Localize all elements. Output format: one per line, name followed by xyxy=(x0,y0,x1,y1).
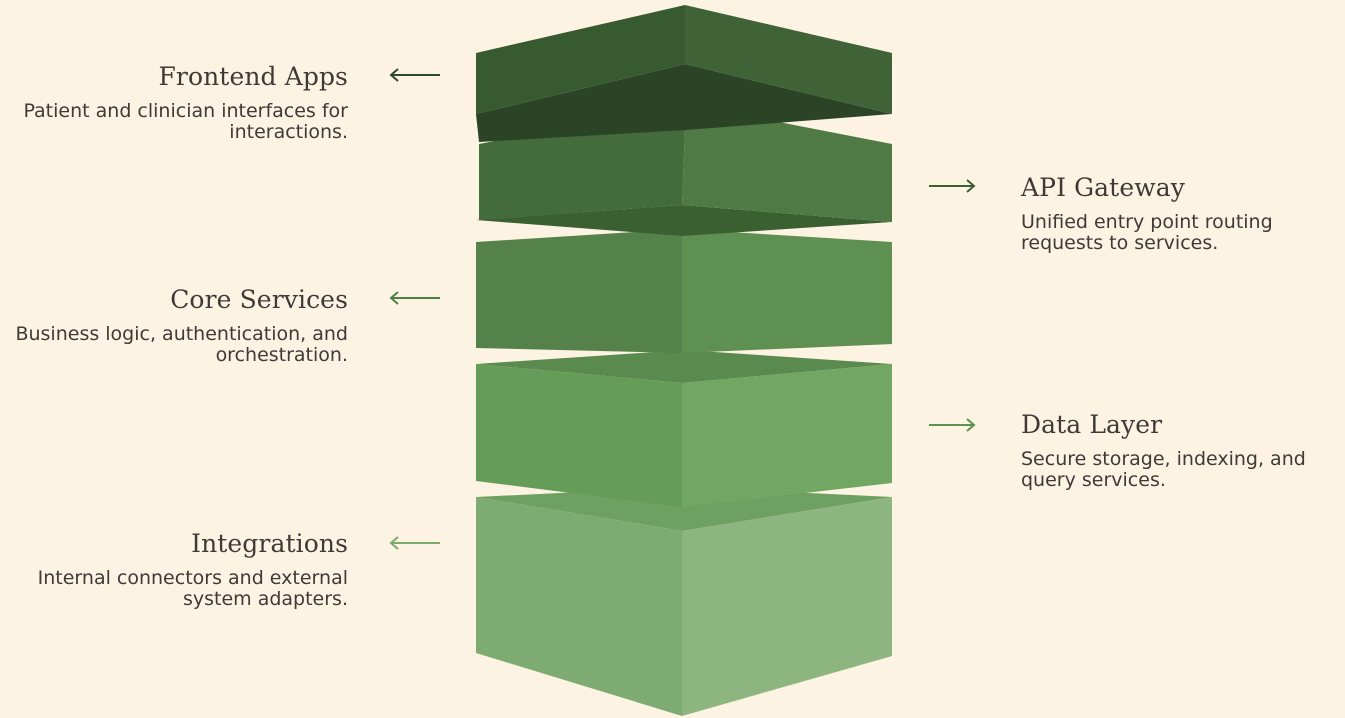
stack-block-data xyxy=(476,350,892,507)
layer-title: API Gateway xyxy=(1021,173,1185,202)
layer-title: Core Services xyxy=(170,285,348,314)
callout-integrations: Integrations Internal connectors and ext… xyxy=(8,529,348,610)
layer-description: Unified entry point routing requests to … xyxy=(1021,211,1273,254)
layer-title: Frontend Apps xyxy=(158,62,348,91)
layer-title: Integrations xyxy=(191,529,348,558)
block-integrations-top xyxy=(476,487,892,531)
layer-title: Data Layer xyxy=(1021,410,1163,439)
block-integrations-front-right xyxy=(682,497,892,716)
block-core-front-left xyxy=(476,229,682,353)
layer-description: Business logic, authentication, and orch… xyxy=(15,323,348,366)
arrow-right-icon xyxy=(929,179,976,193)
layer-description: Patient and clinician interfaces for int… xyxy=(23,100,348,143)
block-frontend-under xyxy=(476,64,892,142)
stack-block-core xyxy=(476,229,892,353)
block-core-front-right xyxy=(682,229,892,353)
callout-data: Data Layer Secure storage, indexing, and… xyxy=(1021,410,1341,491)
block-gateway-under xyxy=(476,205,892,236)
callout-core: Core Services Business logic, authentica… xyxy=(8,285,348,366)
callout-frontend: Frontend Apps Patient and clinician inte… xyxy=(8,62,348,143)
block-frontend-front-right xyxy=(685,5,892,114)
block-frontend-front-left xyxy=(476,5,685,114)
block-data-front-right xyxy=(682,364,892,507)
arrow-left-icon xyxy=(389,68,440,82)
layer-description: Internal connectors and external system … xyxy=(37,567,348,610)
layer-description: Secure storage, indexing, and query serv… xyxy=(1021,448,1306,491)
arrow-left-icon xyxy=(389,291,440,305)
block-gateway-front-right xyxy=(682,104,892,222)
block-data-top xyxy=(476,350,892,383)
arrow-left-icon xyxy=(389,536,440,550)
stack-block-frontend xyxy=(476,5,892,142)
stack-block-integrations xyxy=(476,487,892,716)
callout-gateway: API Gateway Unified entry point routing … xyxy=(1021,173,1341,254)
arrow-right-icon xyxy=(929,418,976,432)
block-data-front-left xyxy=(476,364,682,507)
block-integrations-front-left xyxy=(476,497,682,716)
